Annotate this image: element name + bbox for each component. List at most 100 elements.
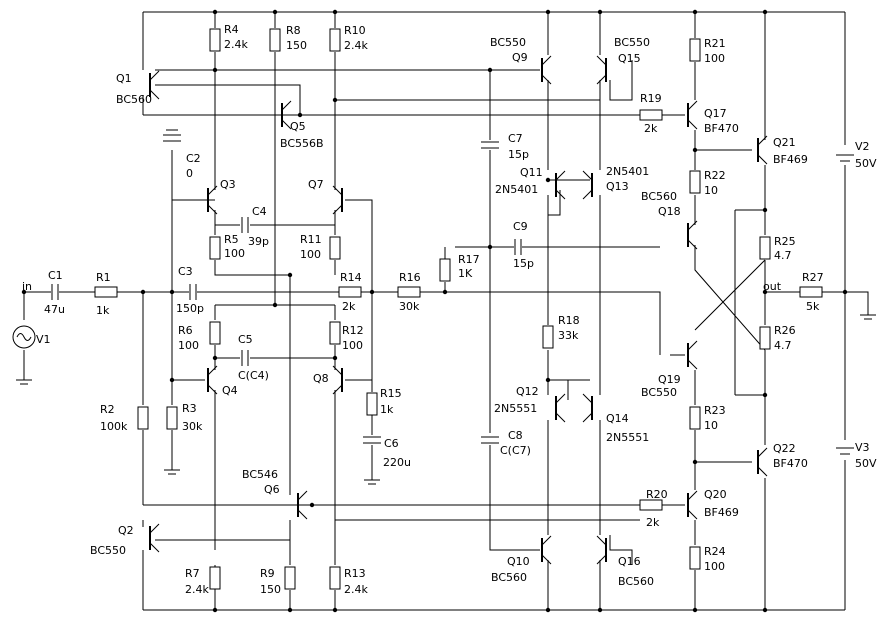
resistor-r26 xyxy=(759,326,771,350)
transistor-part: 2N5401 xyxy=(495,183,538,196)
node-label-in: in xyxy=(22,280,32,293)
junction-dot xyxy=(487,67,493,73)
transistor-ref: Q18 xyxy=(658,205,681,218)
junction-dot xyxy=(272,302,278,308)
resistor-value: 150 xyxy=(260,583,281,596)
resistor-ref: R16 xyxy=(399,271,421,284)
resistor-value: 10 xyxy=(704,184,718,197)
resistor-r9 xyxy=(284,566,296,590)
transistor-ref: Q22 xyxy=(773,442,796,455)
transistor-part: BF469 xyxy=(773,153,808,166)
junction-dot xyxy=(692,147,698,153)
junction-dot xyxy=(762,207,768,213)
resistor-value: 100k xyxy=(100,420,128,433)
transistor-ref: Q14 xyxy=(606,412,629,425)
capacitor-c3 xyxy=(189,283,197,301)
capacitor-value: 0 xyxy=(186,167,193,180)
capacitor-ref: C6 xyxy=(384,437,399,450)
transistor-part: 2N5551 xyxy=(606,431,649,444)
transistor-q13 xyxy=(582,170,593,200)
resistor-r23 xyxy=(689,406,701,430)
resistor-ref: R6 xyxy=(178,324,193,337)
resistor-value: 2.4k xyxy=(344,583,368,596)
transistor-part: BC550 xyxy=(614,36,650,49)
capacitor-c2 xyxy=(163,133,181,143)
junction-dot xyxy=(442,289,448,295)
resistor-r13 xyxy=(329,566,341,590)
resistor-ref: R17 xyxy=(458,253,480,266)
ground-symbol xyxy=(16,379,32,385)
transistor-q9 xyxy=(541,55,552,85)
resistor-r27 xyxy=(799,286,823,298)
transistor-ref: Q19 xyxy=(658,373,681,386)
resistor-value: 2k xyxy=(646,516,660,529)
resistor-r15 xyxy=(366,392,378,416)
resistor-value: 5k xyxy=(806,300,820,313)
resistor-ref: R1 xyxy=(96,271,111,284)
resistor-value: 1k xyxy=(380,403,394,416)
transistor-ref: Q3 xyxy=(220,178,236,191)
ground-symbol xyxy=(860,314,876,320)
transistor-q3 xyxy=(207,185,218,215)
transistor-part: BF470 xyxy=(704,122,739,135)
transistor-q20 xyxy=(687,490,698,520)
resistor-value: 2.4k xyxy=(185,583,209,596)
source-value: 50V xyxy=(855,157,877,170)
junction-dot xyxy=(597,607,603,613)
source-ref: V2 xyxy=(855,140,870,153)
transistor-part: BC550 xyxy=(490,36,526,49)
transistor-ref: Q15 xyxy=(618,52,641,65)
transistor-ref: Q6 xyxy=(264,483,280,496)
transistor-ref: Q16 xyxy=(618,555,641,568)
resistor-ref: R14 xyxy=(340,271,362,284)
resistor-ref: R7 xyxy=(185,567,200,580)
resistor-ref: R10 xyxy=(344,24,366,37)
source-ref: V1 xyxy=(36,333,51,346)
junction-dot xyxy=(169,377,175,383)
capacitor-ref: C1 xyxy=(48,269,63,282)
resistor-value: 100 xyxy=(704,560,725,573)
transistor-ref: Q4 xyxy=(222,384,238,397)
transistor-q19 xyxy=(687,340,698,370)
resistor-r25 xyxy=(759,236,771,260)
resistor-ref: R27 xyxy=(802,271,824,284)
resistor-ref: R4 xyxy=(224,23,239,36)
junction-dot xyxy=(297,112,303,118)
resistor-value: 2k xyxy=(644,122,658,135)
transistor-part: BC550 xyxy=(90,544,126,557)
transistor-part: BF469 xyxy=(704,506,739,519)
resistor-value: 1K xyxy=(458,267,473,280)
transistor-part: BC560 xyxy=(641,190,677,203)
resistor-value: 30k xyxy=(182,420,203,433)
resistor-r14 xyxy=(338,286,362,298)
transistor-q5 xyxy=(281,100,292,130)
junction-dot xyxy=(21,289,27,295)
capacitor-value: 15p xyxy=(508,148,529,161)
junction-dot xyxy=(212,9,218,15)
junction-dot xyxy=(272,9,278,15)
resistor-r22 xyxy=(689,170,701,194)
capacitor-ref: C5 xyxy=(238,333,253,346)
capacitor-ref: C3 xyxy=(178,265,193,278)
transistor-part: BC560 xyxy=(491,571,527,584)
resistor-value: 1k xyxy=(96,304,110,317)
capacitor-ref: C7 xyxy=(508,132,523,145)
resistor-r7 xyxy=(209,566,221,590)
transistor-ref: Q7 xyxy=(308,178,324,191)
resistor-r2 xyxy=(137,406,149,430)
transistor-ref: Q11 xyxy=(520,166,543,179)
junction-dot xyxy=(597,9,603,15)
transistor-part: BC550 xyxy=(641,386,677,399)
resistor-r20 xyxy=(639,499,663,511)
junction-dot xyxy=(212,607,218,613)
capacitor-c9 xyxy=(514,238,522,256)
capacitor-ref: C8 xyxy=(508,429,523,442)
junction-dots xyxy=(21,9,848,613)
resistor-ref: R5 xyxy=(224,233,239,246)
resistor-r10 xyxy=(329,28,341,52)
transistor-q15 xyxy=(596,55,607,85)
resistor-r24 xyxy=(689,546,701,570)
junction-dot xyxy=(332,9,338,15)
resistor-value: 2k xyxy=(342,300,356,313)
